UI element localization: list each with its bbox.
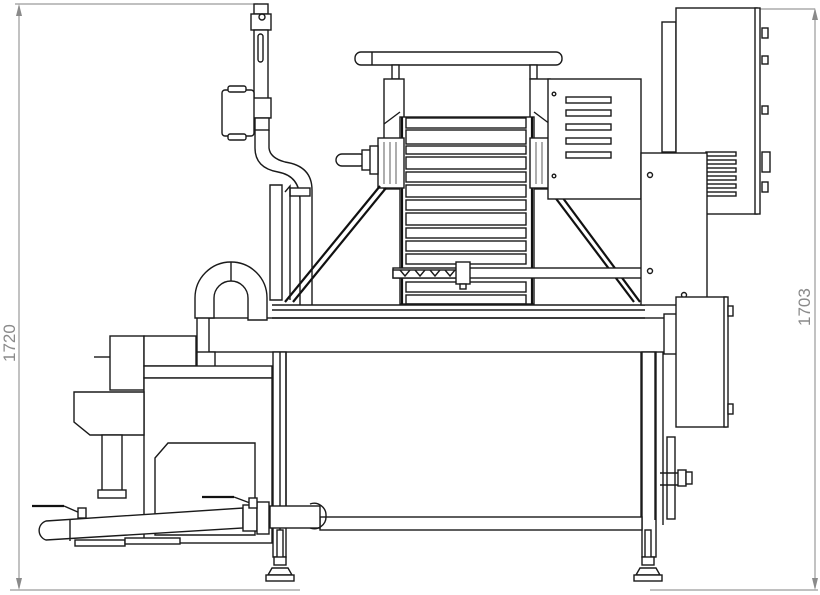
motor-cover [547,78,642,200]
dimension-left: 1720 [0,3,300,591]
adjustable-foot-right [633,529,663,582]
dimension-label-1703: 1703 [795,288,814,326]
control-panel-middle [640,152,708,306]
electrical-box-lower [660,296,734,520]
control-cabinet-upper [661,7,771,215]
dimension-right: 1703 [650,8,818,591]
drain-pipe [32,495,327,547]
top-pipe-assembly [221,3,313,305]
adjustable-foot-left [265,529,295,582]
dimension-label-1720: 1720 [0,324,19,362]
conveyor-assembly [284,51,654,305]
main-frame [196,304,679,558]
